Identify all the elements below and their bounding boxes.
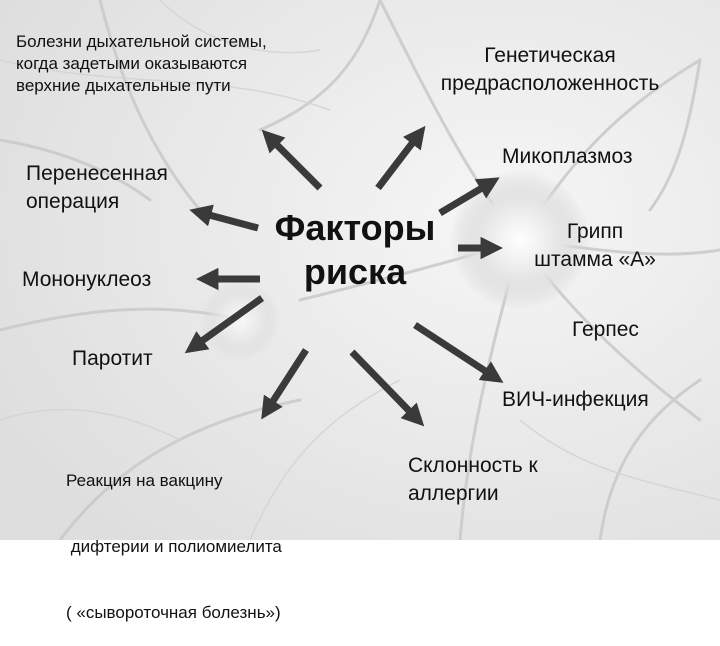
arrow-to-mumps — [184, 295, 265, 354]
center-title-line2: риска — [303, 251, 407, 292]
factor-vaccine: Реакция на вакцину дифтерии и полиомиели… — [66, 471, 282, 622]
factor-flu: Грипп штамма «А» — [534, 220, 656, 271]
factor-mycoplasmosis: Микоплазмоз — [502, 145, 633, 168]
arrow-to-allergy — [349, 349, 425, 427]
neuron-background — [0, 0, 720, 540]
arrow-to-respiratory — [261, 129, 323, 191]
factor-mumps: Паротит — [72, 347, 153, 370]
factor-herpes: Герпес — [572, 318, 639, 341]
factor-respiratory: Болезни дыхательной системы, когда задет… — [16, 32, 267, 95]
center-title-line1: Факторы — [274, 207, 436, 248]
arrow-to-surgery — [189, 204, 259, 232]
factor-allergy: Склонность к аллергии — [408, 454, 538, 505]
factor-surgery: Перенесенная операция — [26, 162, 168, 213]
factor-mononucleosis: Мононуклеоз — [22, 268, 152, 291]
arrow-to-hiv — [413, 322, 504, 383]
arrow-to-mycoplasmosis — [438, 177, 500, 217]
factor-genetic: Генетическая предрасположенность — [440, 44, 660, 95]
factor-hiv: ВИЧ-инфекция — [502, 388, 649, 411]
arrows-layer — [184, 125, 504, 427]
center-title: Факторы риска — [270, 206, 440, 294]
arrow-to-genetic — [375, 125, 426, 191]
arrow-to-vaccine — [261, 348, 309, 420]
